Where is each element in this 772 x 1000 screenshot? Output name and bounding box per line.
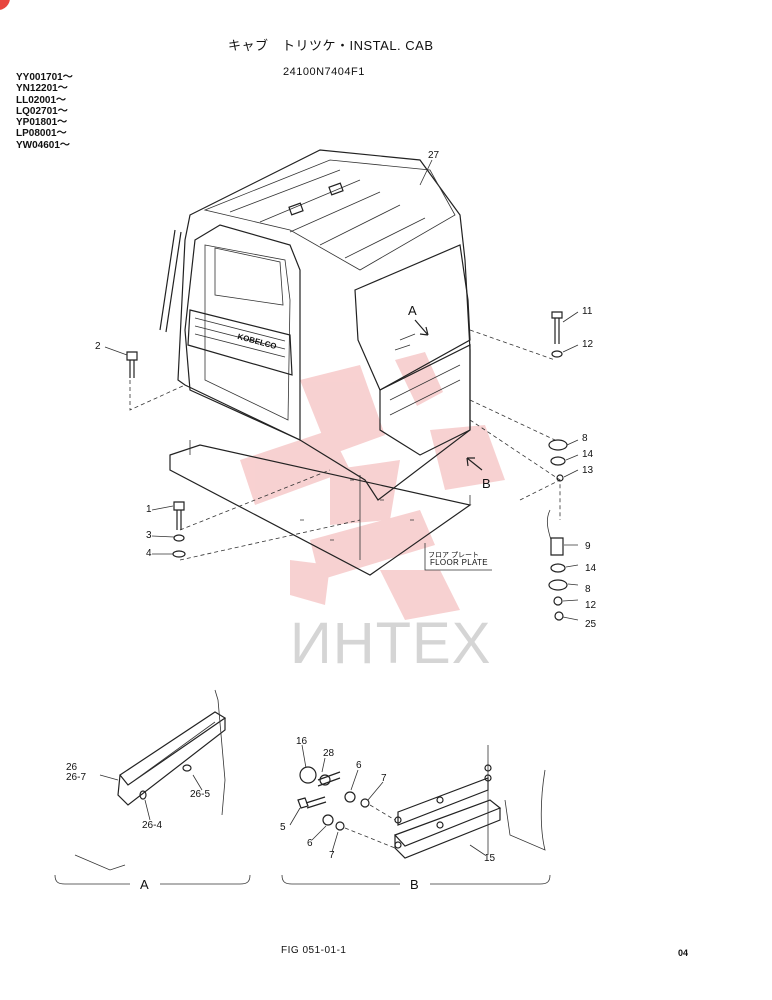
detail-a-trim bbox=[119, 711, 227, 786]
callout-8: 8 bbox=[582, 433, 588, 444]
cab-door bbox=[184, 224, 301, 441]
serial-item: YP01801～ bbox=[16, 117, 68, 129]
brand-stripe bbox=[187, 309, 293, 376]
serial-item: YY001701～ bbox=[16, 72, 73, 83]
cab-body-outline bbox=[177, 149, 471, 501]
serial-item: YN12201～ bbox=[16, 83, 68, 95]
callout-28: 28 bbox=[323, 748, 335, 759]
callout-9: 9 bbox=[585, 541, 591, 552]
callout-14: 14 bbox=[585, 563, 597, 574]
callout-26-5: 26-5 bbox=[190, 789, 211, 800]
detail-a-label: A bbox=[140, 877, 149, 892]
view-marker-a: A bbox=[408, 303, 417, 318]
callout-7: 7 bbox=[381, 773, 387, 784]
serial-item: LL02001～ bbox=[16, 94, 67, 106]
callout-26-4: 26-4 bbox=[142, 820, 163, 831]
serial-item: YW04601～ bbox=[16, 139, 70, 151]
part-code: 24100N7404F1 bbox=[283, 66, 365, 78]
floor-plate-label-en: FLOOR PLATE bbox=[430, 558, 488, 567]
callout-5: 5 bbox=[280, 822, 286, 833]
callout-12: 12 bbox=[582, 339, 594, 350]
callout-15: 15 bbox=[484, 853, 496, 864]
figure-number: FIG 051-01-1 bbox=[281, 945, 347, 956]
page-number: 04 bbox=[678, 948, 689, 958]
rear-window bbox=[354, 244, 471, 391]
callout-25: 25 bbox=[585, 619, 597, 630]
floor-plate-outline bbox=[169, 444, 472, 576]
watermark-text: ИНТЕХ bbox=[290, 611, 492, 676]
callout-27: 27 bbox=[428, 150, 440, 161]
callout-2: 2 bbox=[95, 341, 101, 352]
callout-26: 26 bbox=[66, 762, 78, 773]
callout-12: 12 bbox=[585, 600, 597, 611]
callout-16: 16 bbox=[296, 736, 308, 747]
detail-b-label: B bbox=[410, 877, 419, 892]
callout-6: 6 bbox=[307, 838, 313, 849]
serial-item: LP08001～ bbox=[16, 128, 67, 140]
corner-badge bbox=[0, 0, 10, 10]
callout-4: 4 bbox=[146, 548, 152, 559]
diagram-title: キャブ トリツケ・INSTAL. CAB bbox=[228, 38, 434, 53]
serial-list: YY001701～ YN12201～ LL02001～ LQ02701～ YP0… bbox=[16, 72, 73, 151]
callout-8: 8 bbox=[585, 584, 591, 595]
callout-7: 7 bbox=[329, 850, 335, 861]
floor-plate-label-jp: フロア プレート bbox=[428, 552, 479, 559]
callout-26-7: 26-7 bbox=[66, 772, 87, 783]
view-marker-b: B bbox=[482, 476, 491, 491]
callout-14: 14 bbox=[582, 449, 594, 460]
callout-1: 1 bbox=[146, 504, 152, 515]
callout-6: 6 bbox=[356, 760, 362, 771]
callout-11: 11 bbox=[582, 306, 593, 317]
callout-3: 3 bbox=[146, 530, 152, 541]
callout-13: 13 bbox=[582, 465, 594, 476]
serial-item: LQ02701～ bbox=[16, 105, 68, 117]
